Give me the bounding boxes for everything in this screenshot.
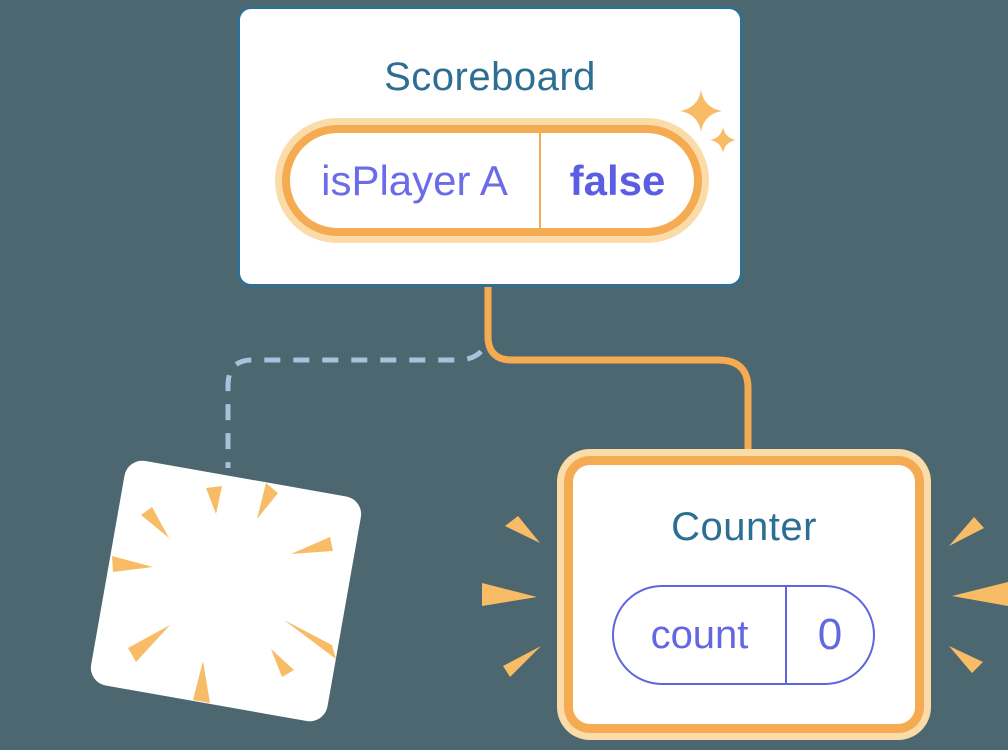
counter-title: Counter (671, 505, 817, 549)
connector-solid (484, 280, 752, 462)
state-pill-value-cell: 0 (787, 587, 873, 683)
state-value: false (569, 156, 666, 204)
state-pill-label-cell: count (614, 587, 787, 683)
destroyed-component-card (88, 457, 364, 725)
counter-card: Counter count 0 (564, 456, 924, 733)
counter-state-pill: count 0 (612, 585, 875, 685)
state-name: isPlayer A (321, 156, 508, 204)
state-value: 0 (817, 610, 843, 659)
scoreboard-card: Scoreboard isPlayer A false (237, 6, 743, 287)
scoreboard-state-pill: isPlayer A false (282, 125, 702, 236)
state-pill-label-cell: isPlayer A (290, 133, 541, 228)
state-pill-value-cell: false (541, 133, 694, 228)
scoreboard-title: Scoreboard (384, 55, 596, 99)
connector-dashed (225, 329, 491, 468)
state-name: count (650, 612, 749, 657)
